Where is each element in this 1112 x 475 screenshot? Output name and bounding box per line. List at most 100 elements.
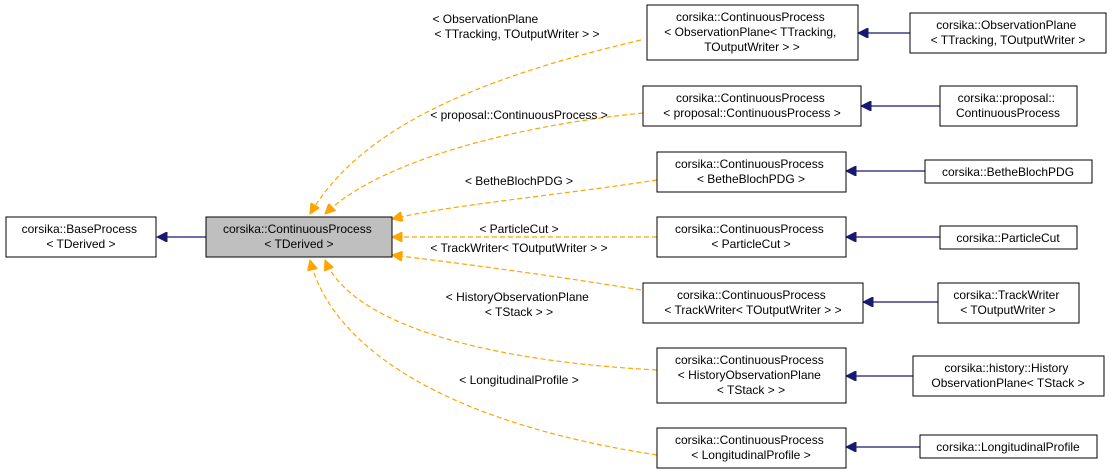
node-label-line: corsika::ContinuousProcess (677, 288, 826, 302)
svg-text:corsika::history::History: corsika::history::History ObservationPla… (931, 361, 1084, 390)
node-box (939, 225, 1078, 250)
node-box (656, 216, 847, 258)
node-cp-track-writer[interactable]: corsika::ContinuousProcess < TrackWriter… (642, 282, 864, 324)
node-label-line: corsika::BetheBlochPDG (942, 165, 1074, 179)
svg-text:corsika::proposal:: Co: corsika::proposal:: ContinuousProcess (956, 91, 1060, 120)
edge-label-line: < HistoryObservationPlane (446, 290, 589, 304)
edge-label-track-writer: < TrackWriter< TOutputWriter > > (430, 241, 607, 255)
svg-text:corsika::TrackWriter <: corsika::TrackWriter < TOutputWriter > (953, 288, 1062, 317)
node-longitudinal-profile[interactable]: corsika::LongitudinalProfile (919, 434, 1098, 459)
node-box (656, 151, 847, 193)
inheritance-edges (157, 33, 940, 447)
node-particle-cut[interactable]: corsika::ParticleCut (939, 225, 1078, 250)
node-label-line: < BetheBlochPDG > (697, 172, 805, 186)
node-label-line: < ObservationPlane< TTracking, (664, 25, 836, 39)
node-label-line: corsika::ContinuousProcess (675, 433, 824, 447)
svg-text:corsika::ContinuousProcess: corsika::ContinuousProcess < Longitudina… (675, 433, 827, 462)
svg-text:corsika::ContinuousProcess: corsika::ContinuousProcess < ParticleCut… (675, 222, 827, 251)
node-bethe-bloch-pdg[interactable]: corsika::BetheBlochPDG (924, 159, 1093, 184)
node-continuous-process[interactable]: corsika::ContinuousProcess < TDerived > (205, 216, 393, 258)
node-cp-observation-plane[interactable]: corsika::ContinuousProcess < Observation… (646, 4, 859, 61)
template-edge-longitudinal-profile (310, 260, 658, 456)
node-box (642, 85, 862, 127)
svg-text:corsika::ContinuousProcess: corsika::ContinuousProcess < Observation… (664, 10, 839, 54)
svg-text:corsika::ContinuousProcess: corsika::ContinuousProcess < TrackWriter… (664, 288, 841, 317)
node-label-line: corsika::TrackWriter (953, 288, 1059, 302)
node-cp-particle-cut[interactable]: corsika::ContinuousProcess < ParticleCut… (656, 216, 847, 258)
edge-label-line: < BetheBlochPDG > (465, 174, 573, 188)
node-label-line: < TOutputWriter > (960, 303, 1055, 317)
svg-text:corsika::ContinuousProcess: corsika::ContinuousProcess < proposal::C… (663, 91, 840, 120)
node-box (937, 282, 1080, 324)
edge-label-line: < ObservationPlane (432, 12, 538, 26)
node-label-line: corsika::ContinuousProcess (675, 157, 824, 171)
node-label-line: < TDerived > (46, 237, 115, 251)
svg-text:corsika::BetheBlochPDG: corsika::BetheBlochPDG (942, 165, 1074, 179)
edge-label-proposal: < proposal::ContinuousProcess > (430, 108, 607, 122)
edge-label-history-observation-plane: < HistoryObservationPlane < TStack > > (446, 290, 592, 319)
node-box (642, 282, 864, 324)
edge-label-line: < TrackWriter< TOutputWriter > > (430, 241, 607, 255)
node-cp-bethe-bloch[interactable]: corsika::ContinuousProcess < BetheBlochP… (656, 151, 847, 193)
node-base-process[interactable]: corsika::BaseProcess < TDerived > (5, 216, 157, 258)
edge-label-observation-plane: < ObservationPlane < TTracking, TOutputW… (432, 12, 599, 41)
template-edge-track-writer (392, 255, 642, 291)
template-edge-bethe-bloch (392, 179, 658, 219)
node-box (205, 216, 393, 258)
node-cp-proposal[interactable]: corsika::ContinuousProcess < proposal::C… (642, 85, 862, 127)
edge-label-particle-cut: < ParticleCut > (479, 222, 558, 236)
node-label-line: corsika::ObservationPlane (936, 18, 1076, 32)
edge-label-line: < ParticleCut > (479, 222, 558, 236)
node-label-line: < ParticleCut > (711, 237, 790, 251)
edge-labels: < ObservationPlane < TTracking, TOutputW… (430, 12, 607, 387)
nodes: corsika::BaseProcess < TDerived > corsik… (5, 4, 1107, 469)
svg-text:corsika::ContinuousProcess: corsika::ContinuousProcess < BetheBlochP… (675, 157, 827, 186)
node-box (924, 159, 1093, 184)
node-label-line: ObservationPlane< TStack > (931, 376, 1084, 390)
edge-label-line: < TStack > > (485, 305, 553, 319)
node-track-writer[interactable]: corsika::TrackWriter < TOutputWriter > (937, 282, 1080, 324)
node-box (5, 216, 157, 258)
svg-text:corsika::ParticleCut: corsika::ParticleCut (956, 231, 1060, 245)
template-edges (310, 39, 658, 456)
template-edge-observation-plane (310, 39, 642, 214)
node-label-line: corsika::ContinuousProcess (676, 10, 825, 24)
edge-label-line: < TTracking, TOutputWriter > > (434, 27, 599, 41)
node-label-line: corsika::ContinuousProcess (675, 222, 824, 236)
edge-label-line: < LongitudinalProfile > (459, 373, 578, 387)
node-proposal-continuous-process[interactable]: corsika::proposal:: ContinuousProcess (939, 85, 1078, 127)
node-label-line: corsika::history::History (944, 361, 1068, 375)
node-label-line: < HistoryObservationPlane (678, 368, 821, 382)
node-label-line: < proposal::ContinuousProcess > (663, 106, 840, 120)
node-box (656, 427, 847, 469)
svg-text:corsika::ContinuousProcess: corsika::ContinuousProcess < HistoryObse… (675, 353, 827, 397)
node-box (919, 434, 1098, 459)
node-label-line: corsika::ContinuousProcess (223, 222, 372, 236)
node-box (939, 85, 1078, 127)
node-label-line: corsika::proposal:: (958, 91, 1055, 105)
node-cp-longitudinal-profile[interactable]: corsika::ContinuousProcess < Longitudina… (656, 427, 847, 469)
node-cp-history-observation-plane[interactable]: corsika::ContinuousProcess < HistoryObse… (656, 347, 847, 404)
node-box (656, 347, 847, 404)
node-box (909, 12, 1107, 54)
node-observation-plane[interactable]: corsika::ObservationPlane < TTracking, T… (909, 12, 1107, 54)
svg-text:corsika::ContinuousProcess: corsika::ContinuousProcess < TDerived > (223, 222, 375, 251)
node-label-line: < TTracking, TOutputWriter > (931, 33, 1086, 47)
edge-label-line: < proposal::ContinuousProcess > (430, 108, 607, 122)
node-label-line: corsika::ContinuousProcess (676, 91, 825, 105)
template-edge-proposal (325, 112, 644, 214)
node-label-line: corsika::ContinuousProcess (675, 353, 824, 367)
svg-text:corsika::BaseProcess <: corsika::BaseProcess < TDerived > (22, 222, 141, 251)
svg-text:corsika::LongitudinalProfile: corsika::LongitudinalProfile (936, 440, 1080, 454)
node-history-observation-plane[interactable]: corsika::history::History ObservationPla… (912, 355, 1105, 397)
node-label-line: < TDerived > (264, 237, 333, 251)
node-label-line: ContinuousProcess (956, 106, 1060, 120)
node-label-line: corsika::BaseProcess (22, 222, 137, 236)
node-label-line: TOutputWriter > > (704, 40, 800, 54)
edge-label-bethe-bloch: < BetheBlochPDG > (465, 174, 573, 188)
node-label-line: corsika::LongitudinalProfile (936, 440, 1080, 454)
edge-label-longitudinal-profile: < LongitudinalProfile > (459, 373, 578, 387)
svg-text:corsika::ObservationPlane: corsika::ObservationPlane < TTracking, T… (931, 18, 1086, 47)
node-label-line: < TrackWriter< TOutputWriter > > (664, 303, 841, 317)
